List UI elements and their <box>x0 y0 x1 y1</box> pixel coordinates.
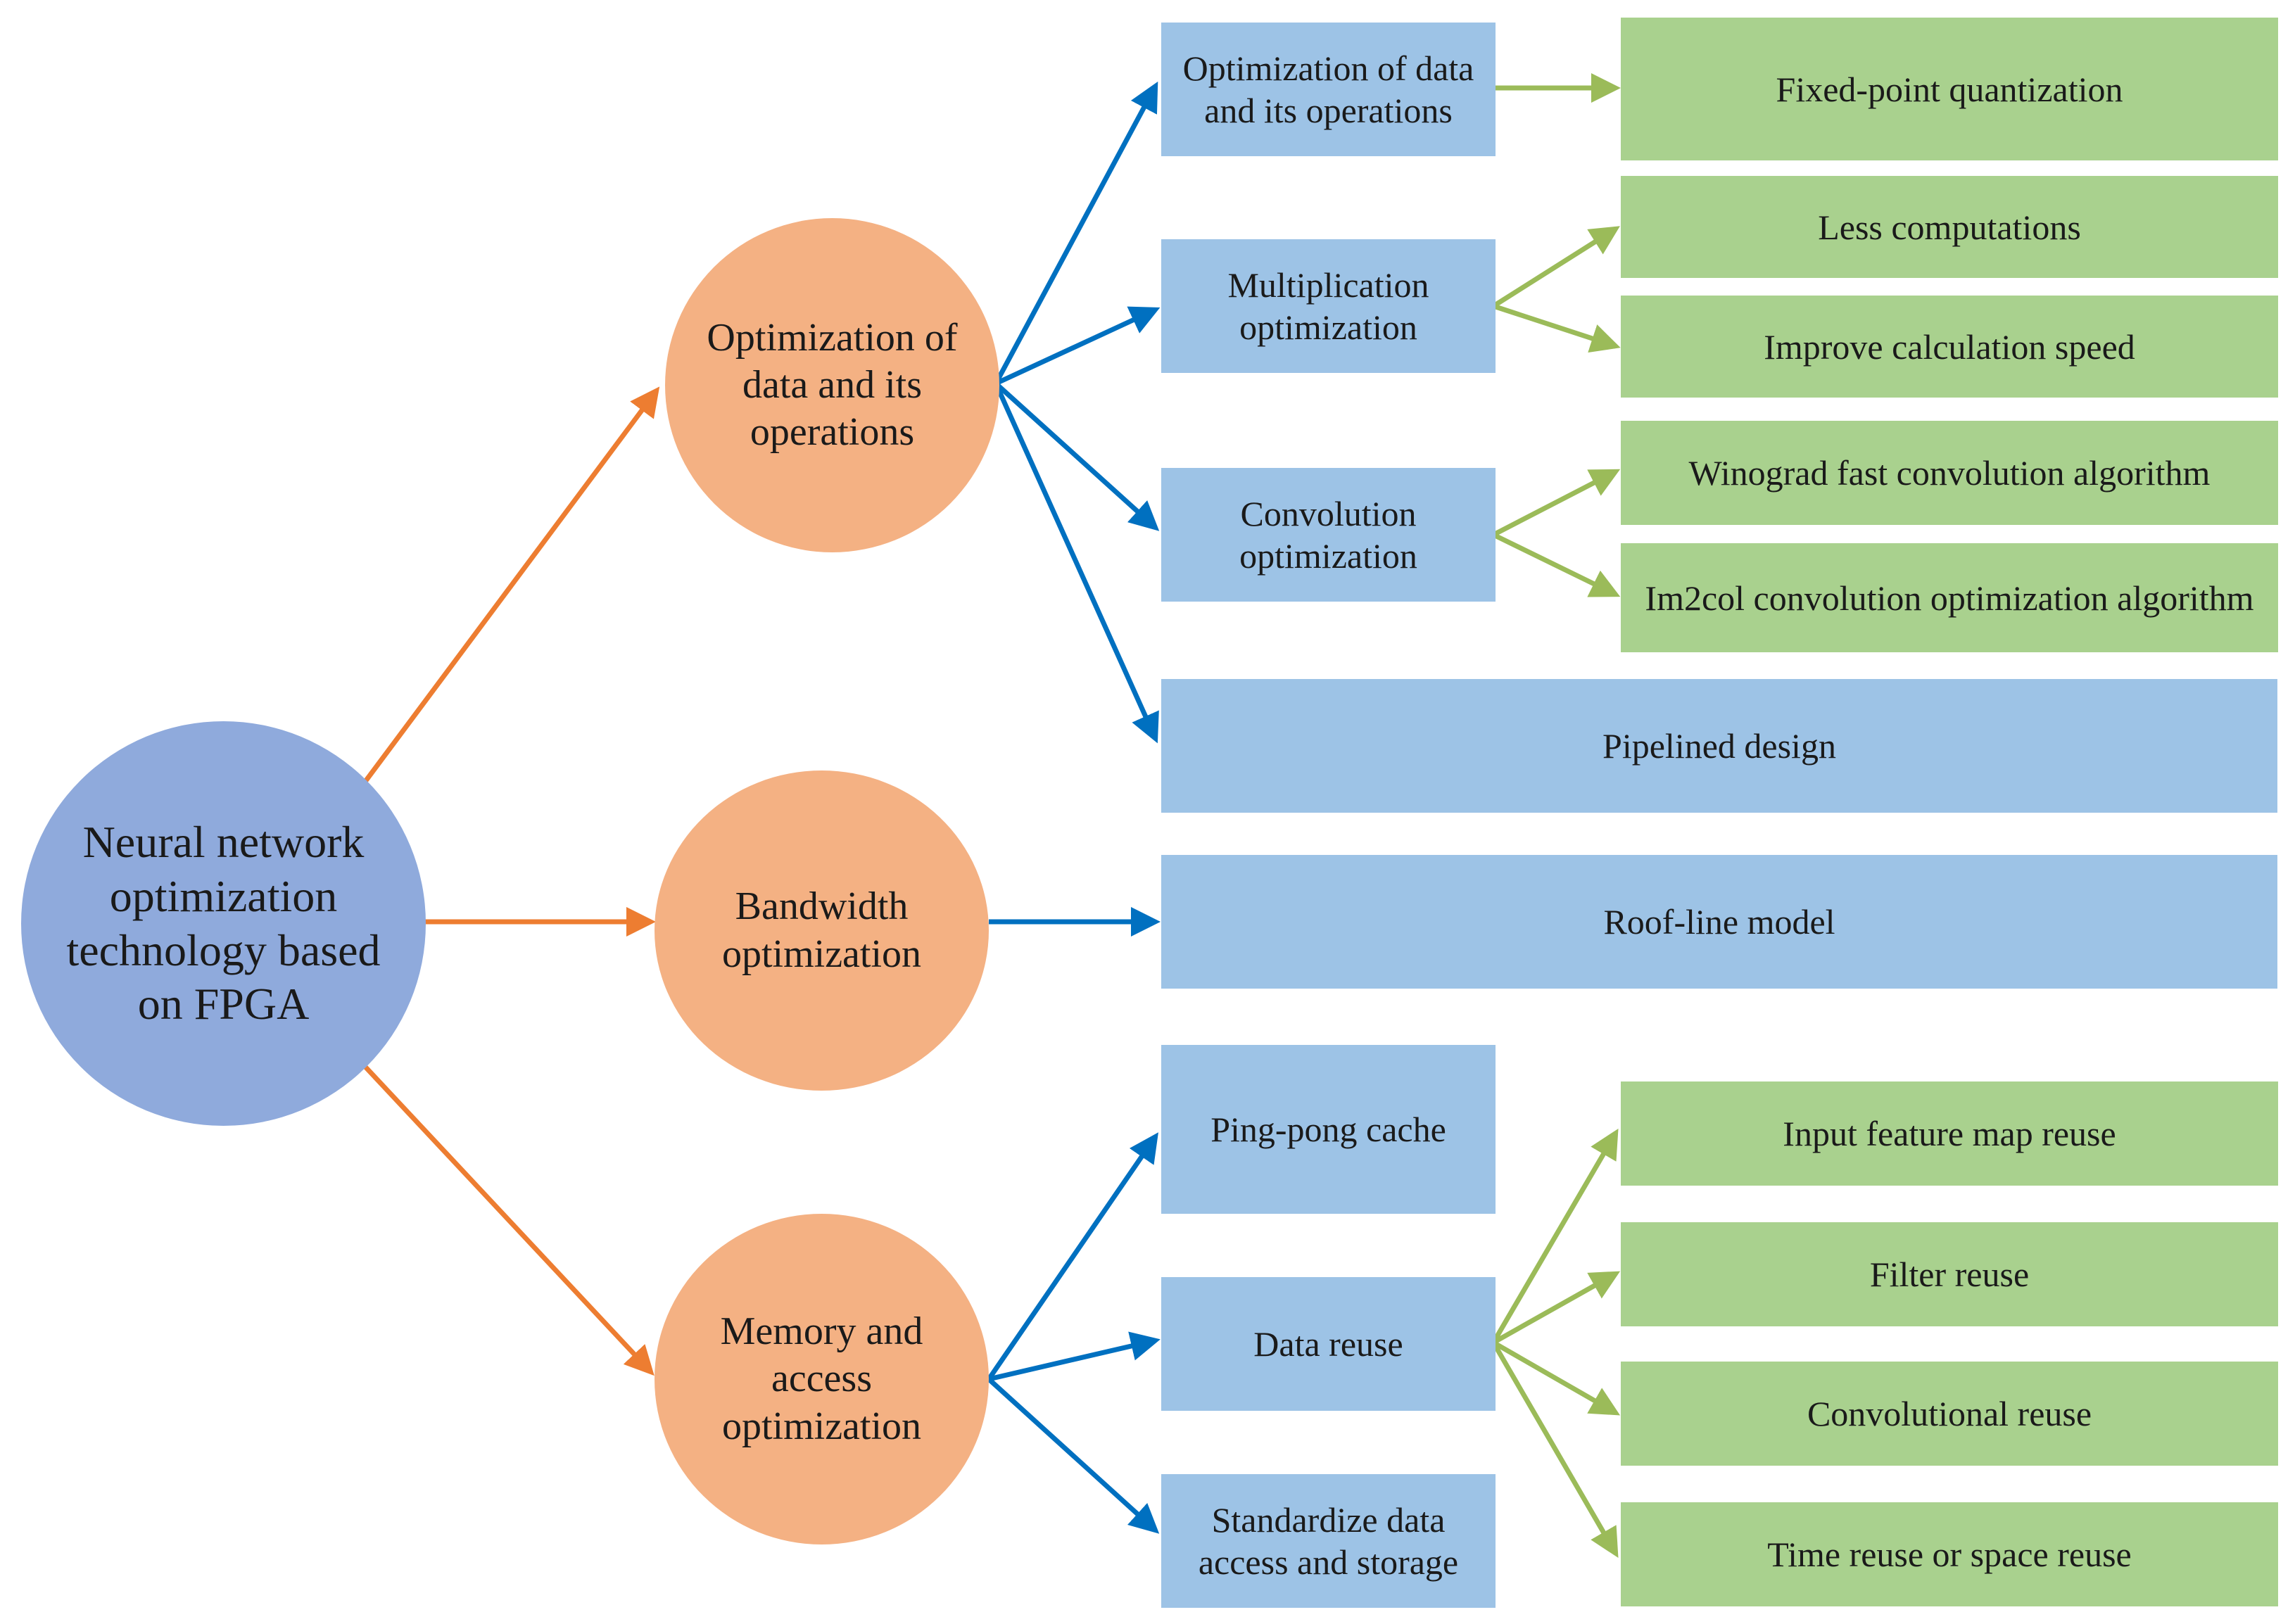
leaf-im2col: Im2col convolution optimization algorith… <box>1621 543 2278 652</box>
arrow-data-ops-to-convolution <box>994 381 1160 531</box>
leaf-winograd: Winograd fast convolution algorithm <box>1621 421 2278 525</box>
arrow-root-to-data-ops <box>362 386 660 785</box>
sub-pingpong-label: Ping-pong cache <box>1210 1110 1446 1149</box>
branch-memory-access-label: Memory and access optimization <box>720 1309 923 1448</box>
leaf-improve-speed: Improve calculation speed <box>1621 296 2278 398</box>
leaf-filter-reuse: Filter reuse <box>1621 1222 2278 1326</box>
branch-data-operations-label: Optimization of data and its operations <box>707 315 958 455</box>
arrow-data-reuse-to-conv-reuse <box>1492 1340 1621 1416</box>
branch-bandwidth-label: Bandwidth optimization <box>721 884 922 976</box>
leaf-less-computations-label: Less computations <box>1818 207 2081 247</box>
sub-standardize: Standardize data access and storage <box>1161 1474 1496 1608</box>
arrow-multiplication-to-less-comp <box>1492 226 1620 308</box>
leaf-time-space-reuse: Time reuse or space reuse <box>1621 1502 2278 1606</box>
sub-data-reuse: Data reuse <box>1161 1277 1496 1411</box>
arrow-data-reuse-to-time-space <box>1491 1341 1619 1559</box>
branch-memory-access: Memory and access optimization <box>655 1214 989 1544</box>
arrow-data-ops-to-multiplication <box>994 306 1161 386</box>
sub-multiplication: Multiplication optimization <box>1161 239 1496 373</box>
arrow-memory-to-data-reuse <box>988 1331 1161 1382</box>
sub-data-operations: Optimization of data and its operations <box>1161 23 1496 156</box>
leaf-convolutional-reuse: Convolutional reuse <box>1621 1362 2278 1466</box>
sub-data-reuse-label: Data reuse <box>1253 1324 1403 1364</box>
leaf-winograd-label: Winograd fast convolution algorithm <box>1688 453 2211 493</box>
sub-convolution: Convolution optimization <box>1161 468 1496 602</box>
arrow-convolution-to-winograd <box>1492 469 1621 538</box>
leaf-input-feature-map: Input feature map reuse <box>1621 1081 2278 1186</box>
sub-pipelined: Pipelined design <box>1161 679 2277 813</box>
arrow-data-ops-to-pipelined <box>993 382 1159 744</box>
arrow-root-to-memory <box>362 1064 655 1376</box>
leaf-fixed-point-label: Fixed-point quantization <box>1776 69 2123 109</box>
branch-data-operations: Optimization of data and its operations <box>665 218 999 552</box>
arrow-multiplication-to-improve-speed <box>1492 303 1621 353</box>
arrow-data-ops-to-sub1 <box>993 81 1158 385</box>
leaf-time-space-reuse-label: Time reuse or space reuse <box>1767 1535 2132 1574</box>
arrow-data-reuse-to-filter <box>1492 1271 1621 1345</box>
arrow-convolution-to-im2col <box>1492 532 1621 597</box>
arrow-memory-to-pingpong <box>987 1132 1158 1381</box>
sub-standardize-label: Standardize data access and storage <box>1198 1500 1459 1582</box>
leaf-convolutional-reuse-label: Convolutional reuse <box>1807 1394 2092 1433</box>
sub-roofline: Roof-line model <box>1161 855 2277 989</box>
leaf-less-computations: Less computations <box>1621 176 2278 278</box>
sub-multiplication-label: Multiplication optimization <box>1227 265 1429 347</box>
leaf-im2col-label: Im2col convolution optimization algorith… <box>1645 578 2254 618</box>
sub-pingpong: Ping-pong cache <box>1161 1045 1496 1214</box>
root-label: Neural network optimization technology b… <box>66 816 381 1029</box>
leaf-filter-reuse-label: Filter reuse <box>1869 1255 2030 1294</box>
sub-convolution-label: Convolution optimization <box>1239 494 1417 576</box>
root-node: Neural network optimization technology b… <box>21 721 426 1126</box>
leaf-improve-speed-label: Improve calculation speed <box>1764 326 2135 367</box>
sub-data-operations-label: Optimization of data and its operations <box>1182 49 1474 130</box>
sub-roofline-label: Roof-line model <box>1603 902 1835 941</box>
sub-pipelined-label: Pipelined design <box>1602 726 1836 766</box>
arrow-memory-to-standardize <box>987 1377 1160 1534</box>
arrow-data-reuse-to-input-fm <box>1491 1128 1619 1344</box>
branch-bandwidth: Bandwidth optimization <box>655 770 989 1091</box>
leaf-fixed-point: Fixed-point quantization <box>1621 18 2278 160</box>
leaf-input-feature-map-label: Input feature map reuse <box>1783 1114 2116 1153</box>
